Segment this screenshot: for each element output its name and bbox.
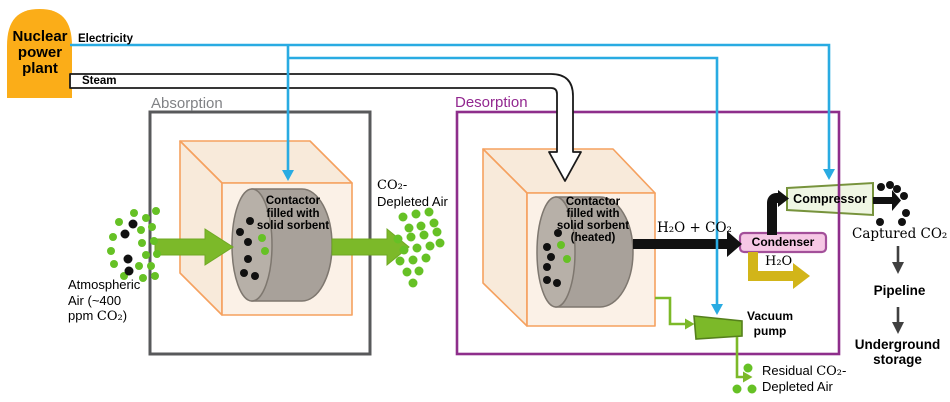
steam-pipe-arrow — [69, 73, 582, 182]
absorption-title: Absorption — [151, 95, 223, 112]
vacuum-pump-label: Vacuum pump — [746, 309, 794, 338]
residual-air-line — [655, 296, 695, 330]
absorption-box — [148, 110, 372, 356]
electricity-lines — [70, 43, 835, 315]
absorber-contactor-cylinder — [231, 188, 333, 302]
captured-co2-label: Captured CO₂ — [852, 226, 948, 242]
depleted-air-dots — [393, 207, 445, 288]
depleted-air-label: CO₂- Depleted Air — [377, 178, 448, 209]
condenser-to-compressor-arrow — [767, 190, 789, 235]
pipeline-arrows — [892, 246, 904, 334]
captured-co2-dots — [876, 181, 910, 226]
compressor-label: Compressor — [793, 192, 867, 206]
vacuum-pump-outlet-line — [735, 337, 753, 383]
air-flow-arrows — [154, 227, 410, 267]
sorbent-dots-desorber — [543, 229, 562, 287]
air-out-arrow — [331, 227, 410, 267]
compressor-out-arrow — [873, 190, 901, 211]
co2-dots-absorber — [258, 234, 269, 255]
h2o-out-arrow — [748, 252, 810, 289]
nuclear-plant-label: Nuclear power plant — [12, 28, 68, 77]
co2-dots-desorber — [557, 241, 571, 263]
compressor-shape — [786, 181, 874, 217]
nuclear-plant-icon — [7, 9, 72, 98]
sorbent-dots-absorber — [236, 217, 259, 280]
absorber-contactor-label: Contactor filled with solid sorbent — [256, 195, 330, 232]
desorption-title: Desorption — [455, 94, 528, 111]
pipeline-label: Pipeline — [873, 283, 926, 298]
atmospheric-air-dots — [107, 207, 161, 282]
electricity-label: Electricity — [78, 33, 133, 45]
desorber-contactor-cylinder — [536, 196, 634, 308]
residual-air-label: Residual CO₂- Depleted Air — [762, 363, 847, 394]
atmospheric-air-label: Atmospheric Air (~400 ppm CO₂) — [68, 277, 141, 324]
air-in-arrow — [154, 228, 234, 266]
vacuum-pump-shape — [693, 315, 743, 340]
h2o-label: H₂O — [765, 254, 793, 269]
residual-air-dots — [732, 363, 757, 394]
desorber-contactor-label: Contactor filled with solid sorbent (hea… — [556, 196, 630, 244]
steam-label: Steam — [82, 75, 117, 87]
desorption-box — [455, 110, 841, 356]
h2o-co2-arrow — [633, 231, 742, 257]
condenser-label: Condenser — [751, 235, 815, 249]
underground-storage-label: Underground storage — [854, 337, 941, 367]
h2o-co2-label: H₂O + CO₂ — [657, 220, 732, 236]
